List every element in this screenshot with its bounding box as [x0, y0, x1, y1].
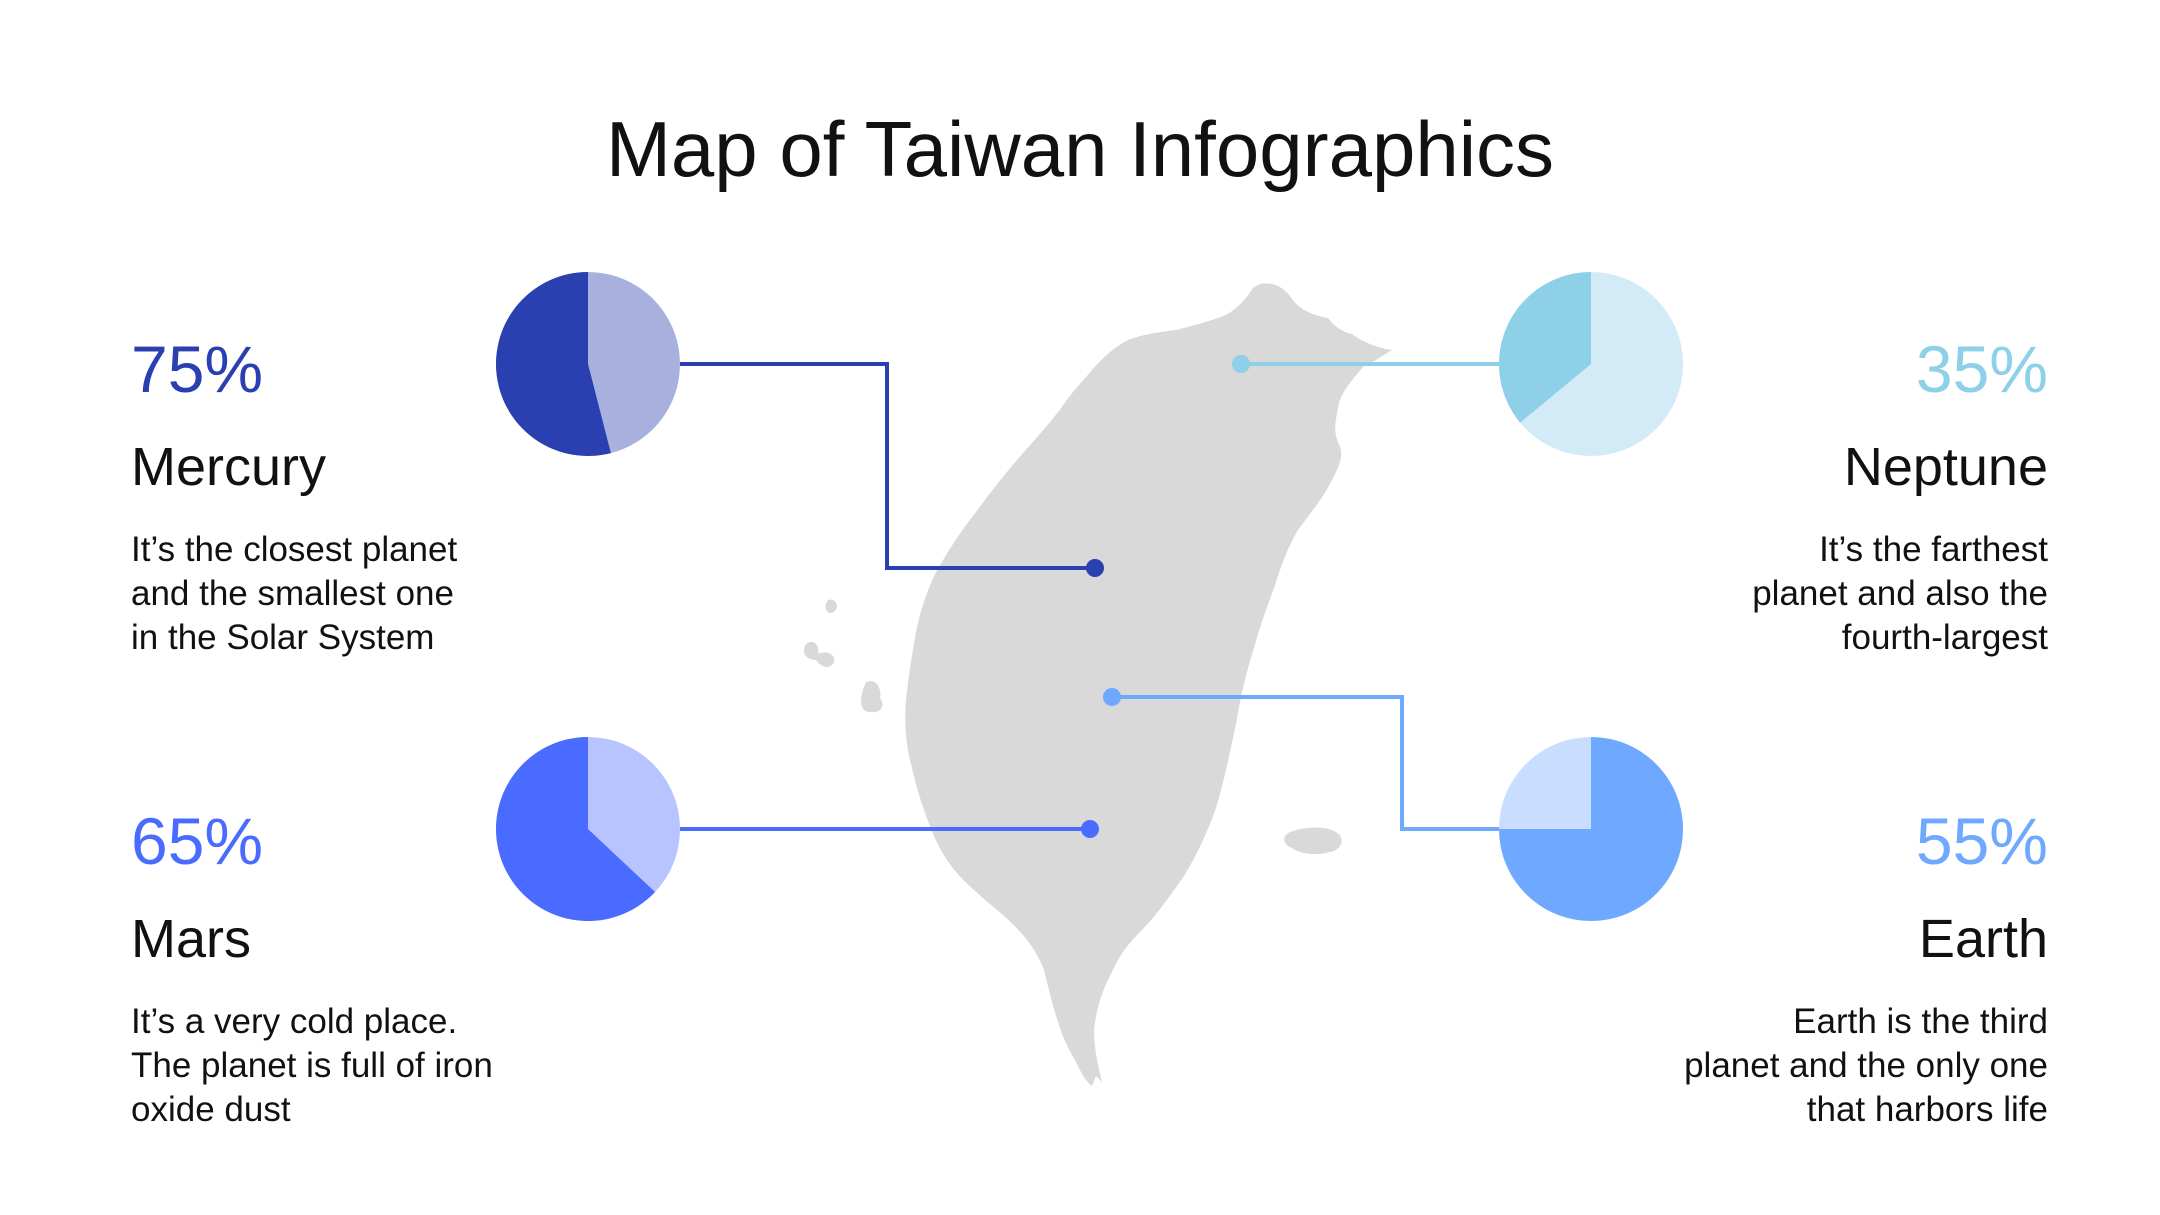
mercury-percent: 75% — [131, 332, 264, 406]
mercury-pie-slice — [496, 272, 611, 456]
mercury-map-dot — [1086, 559, 1104, 577]
earth-pie-slice — [1499, 737, 1683, 921]
mercury-pie-chart — [496, 272, 680, 456]
page-title: Map of Taiwan Infographics — [605, 105, 1555, 193]
earth-info: 55% Earth Earth is the third planet and … — [1428, 808, 2048, 1132]
mercury-name: Mercury — [131, 437, 327, 497]
earth-pie-chart — [1499, 737, 1683, 921]
neptune-percent: 35% — [1915, 332, 2048, 406]
orchid-island — [1284, 827, 1342, 855]
neptune-name: Neptune — [1843, 437, 2048, 497]
penghu-islands — [803, 599, 883, 713]
mercury-connector-line — [680, 362, 1095, 570]
mars-pie-slice — [495, 737, 656, 921]
mars-map-dot — [1081, 820, 1099, 838]
earth-map-dot — [1103, 688, 1121, 706]
neptune-map-dot — [1232, 355, 1250, 373]
earth-percent: 55% — [1915, 804, 2048, 878]
taiwan-map-shape — [905, 283, 1392, 1086]
neptune-description: It’s the farthest planet and also the fo… — [1752, 530, 2048, 657]
mars-description: It’s a very cold place. The planet is fu… — [131, 1002, 493, 1129]
mercury-info: 75% Mercury It’s the closest planet and … — [131, 336, 751, 660]
mercury-description: It’s the closest planet and the smallest… — [131, 530, 458, 657]
earth-connector-line — [1112, 695, 1500, 831]
mars-info: 65% Mars It’s a very cold place. The pla… — [131, 808, 751, 1132]
earth-description: Earth is the third planet and the only o… — [1684, 1002, 2048, 1129]
mars-percent: 65% — [131, 804, 264, 878]
neptune-info: 35% Neptune It’s the farthest planet and… — [1428, 336, 2048, 660]
earth-name: Earth — [1918, 909, 2048, 969]
neptune-pie-slice — [1499, 272, 1591, 423]
mars-name: Mars — [131, 909, 251, 969]
mars-pie-chart — [495, 737, 680, 921]
neptune-pie-chart — [1499, 272, 1683, 456]
